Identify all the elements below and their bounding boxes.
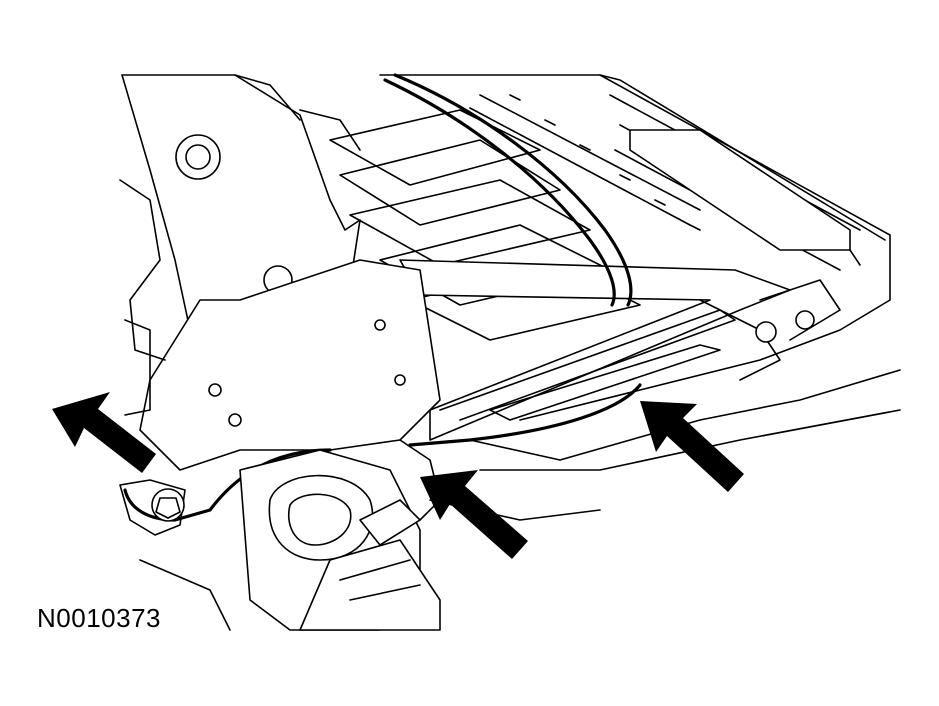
callout-arrow-center xyxy=(420,470,528,559)
callout-arrow-left xyxy=(52,392,156,473)
seat-cable xyxy=(383,73,642,447)
callout-arrows xyxy=(52,392,744,559)
recliner-plate xyxy=(139,259,441,471)
lower-mechanism xyxy=(239,439,441,631)
figure-id-label: N0010373 xyxy=(37,603,161,633)
seat-frame xyxy=(329,74,891,441)
mounting-bolt-left xyxy=(119,448,332,536)
callout-arrow-right xyxy=(640,401,744,492)
